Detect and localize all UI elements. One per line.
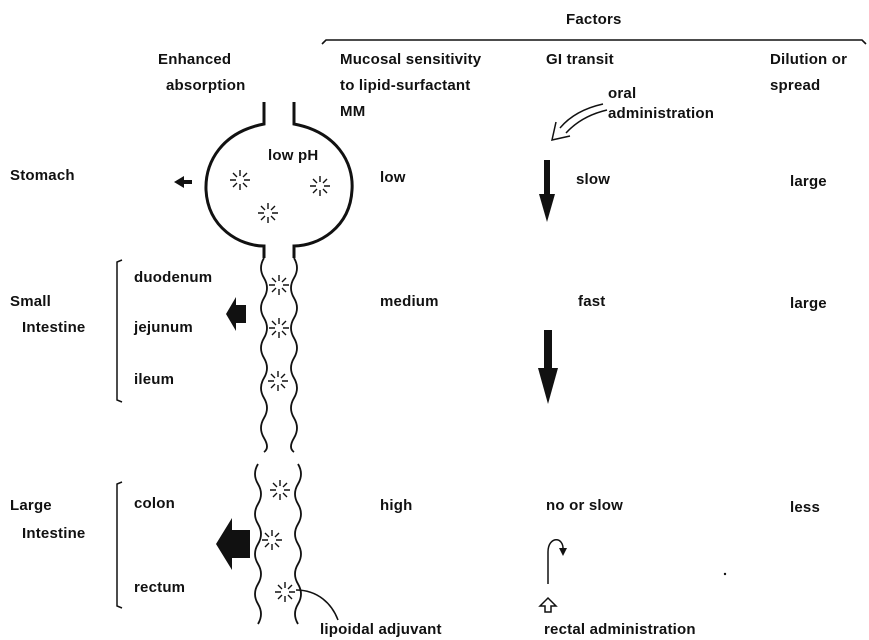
absorption-arrow-medium bbox=[226, 297, 246, 331]
col-absorption-line1: Enhanced bbox=[158, 50, 231, 70]
oral-administration-arrow bbox=[552, 104, 607, 140]
small-intestine-transit: fast bbox=[578, 292, 605, 312]
region-large-intestine-label-line2: Intestine bbox=[22, 524, 85, 544]
micelle-marker bbox=[262, 530, 282, 550]
lipoidal-pointer bbox=[296, 590, 338, 620]
segment-duodenum: duodenum bbox=[134, 268, 212, 288]
large-intestine-dilution: less bbox=[790, 498, 820, 518]
large-intestine-wall-right bbox=[295, 464, 301, 624]
rectal-curve-arrow bbox=[548, 540, 563, 584]
oral-label-line2: administration bbox=[608, 104, 714, 124]
micelle-marker bbox=[269, 318, 289, 338]
small-intestine-wall-right bbox=[291, 258, 297, 452]
large-intestine-wall-left bbox=[255, 464, 261, 624]
small-intestine-dilution: large bbox=[790, 294, 827, 314]
transit-arrow-slow bbox=[539, 160, 555, 222]
segment-ileum: ileum bbox=[134, 370, 174, 390]
micelle-marker bbox=[230, 170, 250, 190]
micelle-marker bbox=[270, 480, 290, 500]
col-dilution-line1: Dilution or bbox=[770, 50, 847, 70]
large-intestine-bracket bbox=[117, 482, 122, 608]
rectal-curve-arrowhead bbox=[559, 548, 567, 556]
stomach-mucosal: low bbox=[380, 168, 406, 188]
region-large-intestine-label-line1: Large bbox=[10, 496, 52, 516]
micelle-marker bbox=[275, 582, 295, 602]
col-transit: GI transit bbox=[546, 50, 614, 70]
rectal-administration-arrow bbox=[540, 598, 556, 612]
small-intestine-mucosal: medium bbox=[380, 292, 439, 312]
large-intestine-transit: no or slow bbox=[546, 496, 623, 516]
col-mucosal-line1: Mucosal sensitivity bbox=[340, 50, 481, 70]
segment-colon: colon bbox=[134, 494, 175, 514]
stomach-dilution: large bbox=[790, 172, 827, 192]
small-intestine-wall-left bbox=[261, 258, 267, 452]
factors-bracket bbox=[322, 40, 866, 44]
low-ph-label: low pH bbox=[268, 146, 318, 166]
small-intestine-bracket bbox=[117, 260, 122, 402]
region-small-intestine-label-line1: Small bbox=[10, 292, 51, 312]
region-small-intestine-label-line2: Intestine bbox=[22, 318, 85, 338]
absorption-arrow-large bbox=[216, 518, 250, 570]
micelle-marker bbox=[269, 275, 289, 295]
large-intestine-mucosal: high bbox=[380, 496, 412, 516]
stomach-transit: slow bbox=[576, 170, 610, 190]
col-mucosal-line3: MM bbox=[340, 102, 365, 122]
absorption-arrow-small bbox=[174, 176, 192, 188]
segment-jejunum: jejunum bbox=[134, 318, 193, 338]
lipoidal-adjuvant-label: lipoidal adjuvant bbox=[320, 620, 442, 640]
micelle-marker bbox=[258, 203, 278, 223]
oral-label-line1: oral bbox=[608, 84, 636, 104]
segment-rectum: rectum bbox=[134, 578, 185, 598]
col-dilution-line2: spread bbox=[770, 76, 820, 96]
factors-header: Factors bbox=[566, 10, 622, 30]
region-stomach-label: Stomach bbox=[10, 166, 75, 186]
stomach-outline bbox=[206, 102, 352, 258]
col-mucosal-line2: to lipid-surfactant bbox=[340, 76, 470, 96]
transit-arrow-fast bbox=[538, 330, 558, 404]
micelle-marker bbox=[310, 176, 330, 196]
col-absorption-line2: absorption bbox=[166, 76, 246, 96]
rectal-administration-label: rectal administration bbox=[544, 620, 696, 640]
stray-dot bbox=[724, 573, 726, 575]
micelle-marker bbox=[268, 371, 288, 391]
